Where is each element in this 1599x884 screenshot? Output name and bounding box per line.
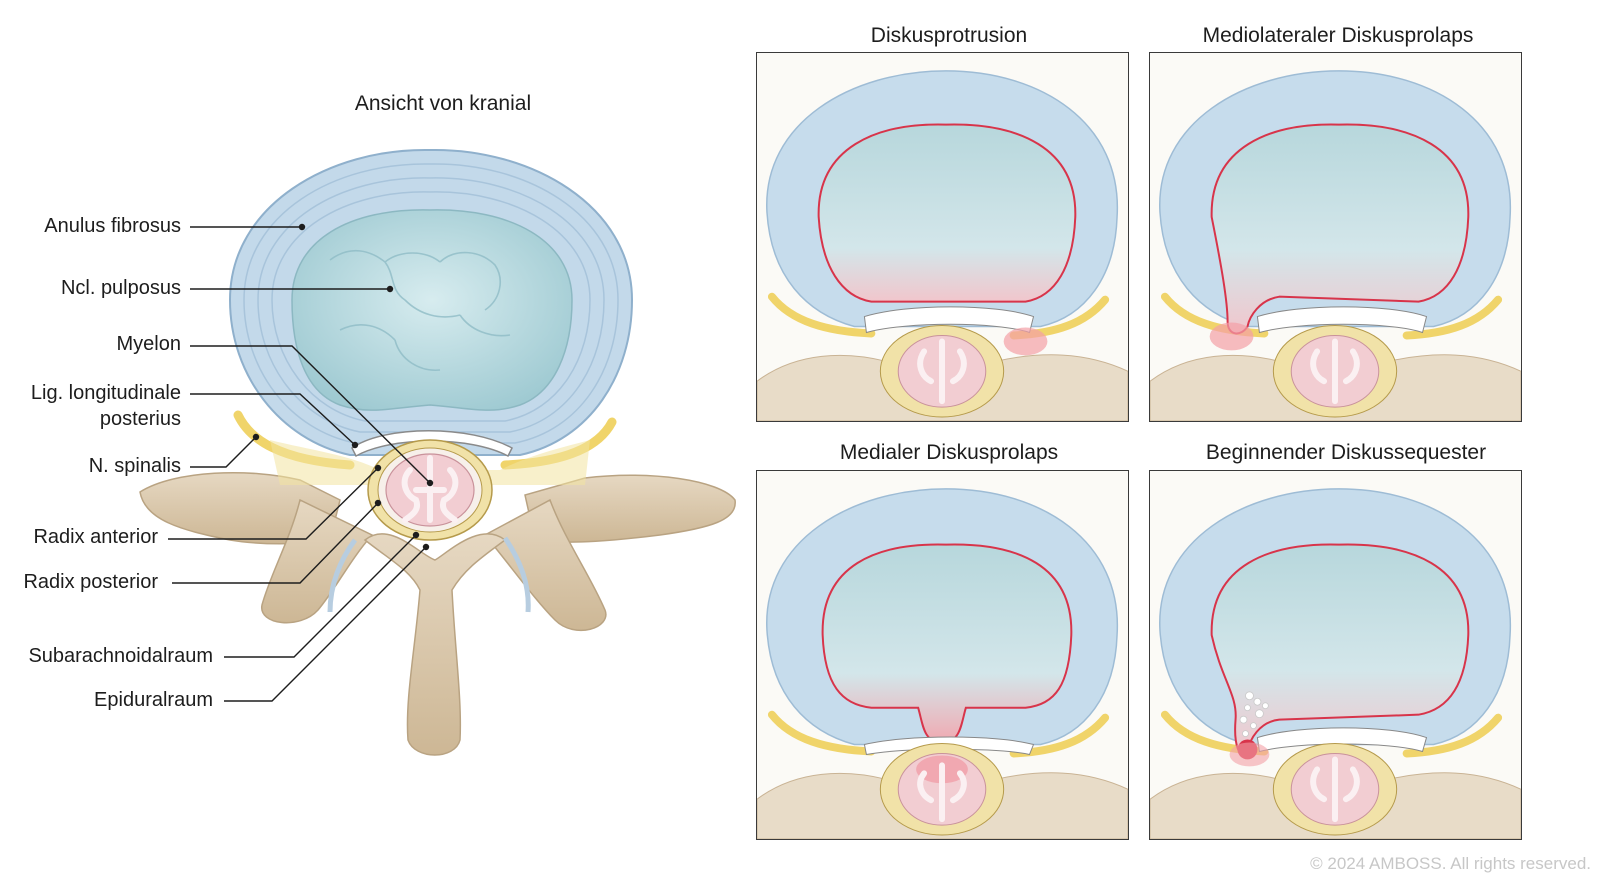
- panel-diskusprotrusion: [756, 52, 1129, 422]
- label-radix-anterior: Radix anterior: [33, 526, 158, 548]
- nucleus-pulposus: [291, 209, 573, 411]
- panel-medialer-diskusprolaps: [756, 470, 1129, 840]
- panel-title-medial: Medialer Diskusprolaps: [839, 441, 1059, 464]
- panel-beginnender-diskussequester: [1149, 470, 1522, 840]
- panel-sequester-art: [1150, 488, 1521, 839]
- leader-lines: [168, 226, 431, 702]
- copyright-notice: © 2024 AMBOSS. All rights reserved.: [1310, 854, 1591, 873]
- label-lig-longitudinale: Lig. longitudinale: [30, 382, 181, 404]
- label-lig-posterius: posterius: [99, 408, 181, 430]
- main-title: Ansicht von kranial: [354, 92, 532, 115]
- panel-mediolateral-art: [1150, 70, 1521, 421]
- label-n-spinalis: N. spinalis: [88, 455, 181, 477]
- spinal-canal: [367, 439, 493, 541]
- vertebral-arch: [139, 471, 736, 756]
- panel-title-mediolateral: Mediolateraler Diskusprolaps: [1202, 24, 1474, 47]
- posterior-longitudinal-ligament: [351, 430, 513, 458]
- spinal-nerves: [233, 410, 617, 485]
- panel-title-sequester: Beginnender Diskussequester: [1205, 441, 1487, 464]
- leader-dots: [252, 223, 434, 551]
- label-subarachnoidalraum: Subarachnoidalraum: [28, 645, 213, 667]
- label-myelon: Myelon: [116, 333, 181, 355]
- panel-diskusprotrusion-art: [757, 70, 1128, 421]
- label-anulus-fibrosus: Anulus fibrosus: [44, 215, 181, 237]
- panel-title-protrusion: Diskusprotrusion: [870, 24, 1028, 47]
- label-ncl-pulposus: Ncl. pulposus: [60, 277, 181, 299]
- panel-mediolateraler-diskusprolaps: [1149, 52, 1522, 422]
- label-radix-posterior: Radix posterior: [23, 571, 158, 593]
- panel-medial-art: [757, 488, 1128, 839]
- label-epiduralraum: Epiduralraum: [94, 689, 213, 711]
